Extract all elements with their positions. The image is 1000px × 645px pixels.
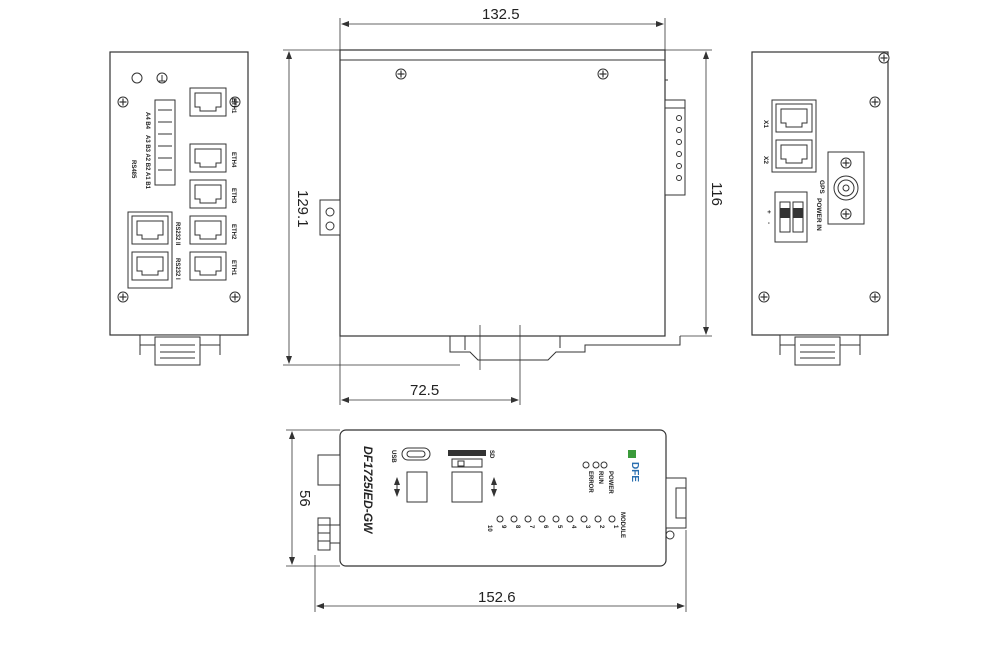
dim-rail-offset: 72.5 [339,336,519,405]
din-clip-left [139,334,221,366]
eth-port-top [189,87,227,117]
minus-label: - [765,222,772,224]
eth-label-3: ETH3 [230,188,236,204]
error-led-label: ERROR [587,471,593,493]
left-side-view: RS485 A4 B4 A3 B3 A2 B2 A1 B1 ETH1 ETH4 … [109,51,249,366]
power-terminal: POWER IN + - [765,191,822,243]
module-num-3: 3 [584,525,590,529]
dim-bottom-height: 56 [286,429,340,567]
dim-bottom-width: 152.6 [314,530,687,612]
power-in-label: POWER IN [815,198,822,231]
eth-label-top: ETH1 [230,98,236,114]
dim-rail-offset-text: 72.5 [410,382,439,399]
rs485-label: RS485 [130,160,136,179]
usb-label: USB [390,450,396,463]
rs232-2-label: RS232 II [174,222,180,246]
right-side-view: X1 X2 GPS POWER IN + - [751,51,890,366]
module-leds: 1 2 3 4 5 6 7 8 9 10 [486,515,618,532]
module-num-10: 10 [486,525,492,532]
model-name: DF1725IED-GW [361,446,375,535]
rs485-pins-mid: A3 B3 A2 B2 [144,135,150,171]
power-led-label: POWER [607,471,613,494]
eth-label-2: ETH2 [230,224,236,240]
brand-logo: DFE [628,450,640,482]
rs485-terminal-block: RS485 A4 B4 A3 B3 A2 B2 A1 B1 [130,99,176,190]
dim-bottom-width-text: 152.6 [478,589,516,606]
dim-bottom-height-text: 56 [296,490,313,507]
eth-label-4: ETH4 [230,152,236,168]
ground-icon [131,72,168,84]
dim-side-height-text: 129.1 [294,190,311,228]
rs485-pins-bot: A1 B1 [144,172,150,190]
module-num-9: 9 [500,525,506,529]
module-label: MODULE [619,512,625,538]
plus-label: + [765,210,772,214]
din-clip-right [779,334,861,366]
eth-label-1: ETH1 [230,260,236,276]
gps-connector: GPS [818,151,865,225]
module-num-5: 5 [556,525,562,529]
sd-label: SD [488,450,494,459]
x1-label: X1 [762,120,769,128]
dim-top-width: 132.5 [339,6,666,50]
dim-side-height: 129.1 [283,49,460,366]
brand-text: DFE [629,462,640,482]
module-num-4: 4 [570,525,576,529]
rs232-1-label: RS232 I [174,258,180,280]
run-led-label: RUN [597,471,603,484]
dim-right-height: 116 [665,49,725,337]
module-num-2: 2 [598,525,604,529]
module-num-1: 1 [612,525,618,529]
dim-top-width-text: 132.5 [482,6,520,23]
module-num-6: 6 [542,525,548,529]
x2-label: X2 [762,156,769,164]
module-num-7: 7 [528,525,534,529]
dim-right-height-text: 116 [708,182,725,206]
bottom-view: DF1725IED-GW USB SD POWER RUN ERROR DFE … [317,429,687,567]
module-num-8: 8 [514,525,520,529]
gps-label: GPS [818,180,825,194]
rs485-pins-top: A4 B4 [144,112,150,130]
front-view [319,49,686,405]
